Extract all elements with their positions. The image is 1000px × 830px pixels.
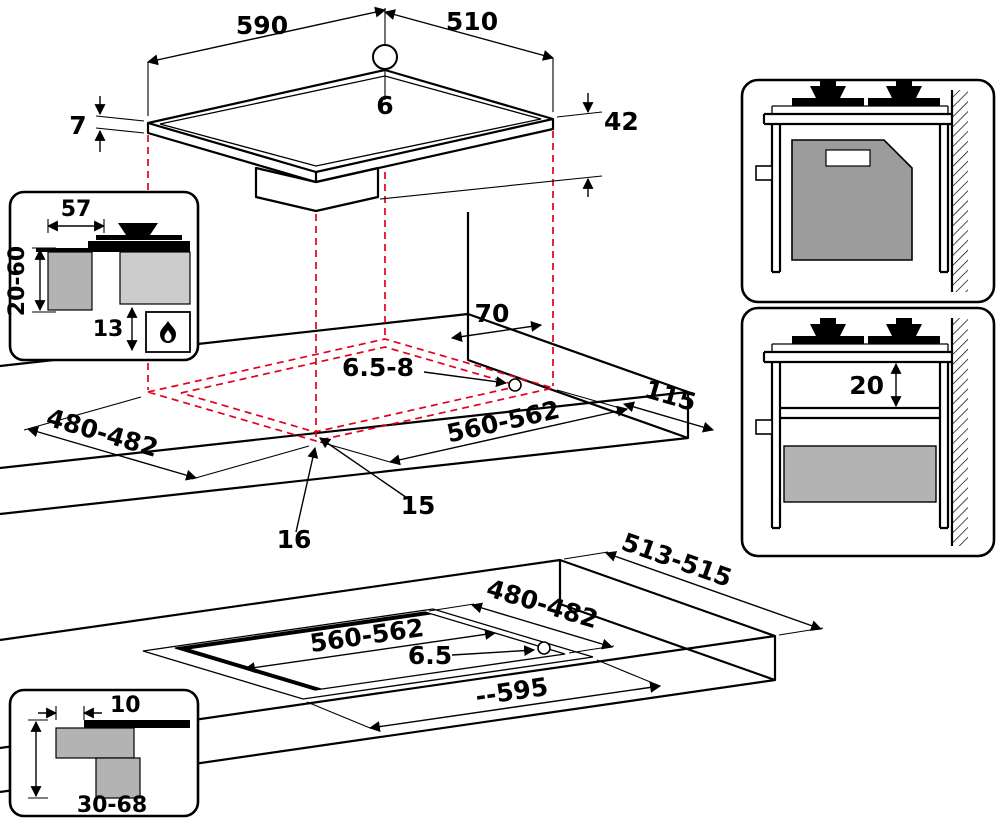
leader-holes <box>423 371 508 388</box>
dim-front-16: 16 <box>277 525 312 554</box>
cabinet-handle-bottom <box>755 419 773 435</box>
dim-hob-depth: 510 <box>446 7 498 36</box>
cabinet-panels-top <box>770 124 950 274</box>
dim-section-57: 57 <box>61 197 92 222</box>
dim-rear-clearance-70: 70 <box>475 299 510 328</box>
dim-height-30-68: 30-68 <box>77 793 147 818</box>
fixing-hole-mid <box>508 378 522 392</box>
hob-glass-rim <box>159 75 542 167</box>
flame-icon <box>160 321 176 343</box>
leader-15 <box>319 437 411 501</box>
dim-line-115 <box>622 401 715 433</box>
oven-body <box>791 139 913 261</box>
hob-footprint-dashed <box>147 338 554 442</box>
dim-line-cutout-width-mid <box>388 405 629 466</box>
ext-hob-height <box>379 111 603 200</box>
cabinet-block <box>47 251 93 311</box>
worktop-block-upper <box>55 727 135 759</box>
oven-vent <box>825 149 871 167</box>
ext-total-width <box>306 659 661 729</box>
hob-glass-section <box>88 241 190 248</box>
dim-holes-6-5-8: 6.5-8 <box>342 353 414 382</box>
dim-line-total-width <box>368 681 662 733</box>
ticks-20-60 <box>32 247 56 313</box>
dim-hob-width: 590 <box>236 11 288 40</box>
wall-hatch-top <box>952 90 968 292</box>
burner-cap-section <box>118 223 158 235</box>
dim-hole-6-5: 6.5 <box>408 641 452 670</box>
ext-cutout-depth-mid <box>23 396 310 480</box>
leader-16 <box>295 446 319 533</box>
cabinet-block-lower <box>95 757 141 799</box>
shelf-lines <box>780 406 940 420</box>
ext-glass-thickness <box>95 115 145 134</box>
hole-symbol-circle <box>372 44 398 70</box>
worktop-section-lines-bottom <box>762 350 952 364</box>
hob-glass-footprint <box>142 608 594 700</box>
drawer-block <box>783 445 937 503</box>
dim-section-13: 13 <box>93 317 124 342</box>
dim-line-cutout-depth-mid <box>26 426 198 481</box>
hob-casing-block <box>119 251 191 305</box>
wall-hatch-bottom <box>952 318 968 546</box>
dim-shelf-clearance-20: 20 <box>849 371 884 400</box>
section-inset-top: 57 20-60 13 <box>5 190 200 362</box>
side-view-shelf: 20 <box>740 306 996 558</box>
dim-total-depth-513-515: 513-515 <box>618 527 736 593</box>
dim-hob-height: 42 <box>604 107 639 136</box>
dim-line-cutout-width-bot <box>243 628 497 674</box>
projection-lines <box>147 131 554 442</box>
dim-section-20-60: 20-60 <box>5 246 30 316</box>
dim-front-15: 15 <box>401 491 436 520</box>
fixing-hole-bottom <box>537 641 551 655</box>
dim-line-590 <box>146 6 387 66</box>
worktop-surface-band <box>36 248 190 252</box>
dim-glass-thickness: 7 <box>69 111 86 140</box>
dim-line-total-depth <box>604 551 823 631</box>
dim-hob-hole: 6 <box>376 91 393 120</box>
hob-glass-face <box>148 70 553 172</box>
ext-hob-width <box>147 62 386 116</box>
hob-glass-side-top <box>771 105 949 114</box>
cabinet-panels-bottom <box>770 362 950 530</box>
cabinet-handle-top <box>755 165 773 181</box>
side-view-oven <box>740 78 996 304</box>
section-inset-bottom: 10 30-68 <box>8 688 200 818</box>
hob-glass-side-bottom <box>771 343 949 352</box>
leader-hole-bottom <box>451 645 536 657</box>
worktop-section-lines-top <box>762 112 952 126</box>
flange-band <box>84 720 190 728</box>
hob-isometric-view: 590 510 6 7 42 <box>69 6 639 213</box>
dim-line-70 <box>450 320 543 343</box>
dim-flange-10: 10 <box>110 693 141 718</box>
hob-burner-box <box>254 166 380 213</box>
burner-grate-section <box>96 235 182 240</box>
dim-line-cutout-depth-bot <box>470 602 614 650</box>
ticks-30-68 <box>28 719 48 799</box>
dim-line-510 <box>383 9 555 61</box>
